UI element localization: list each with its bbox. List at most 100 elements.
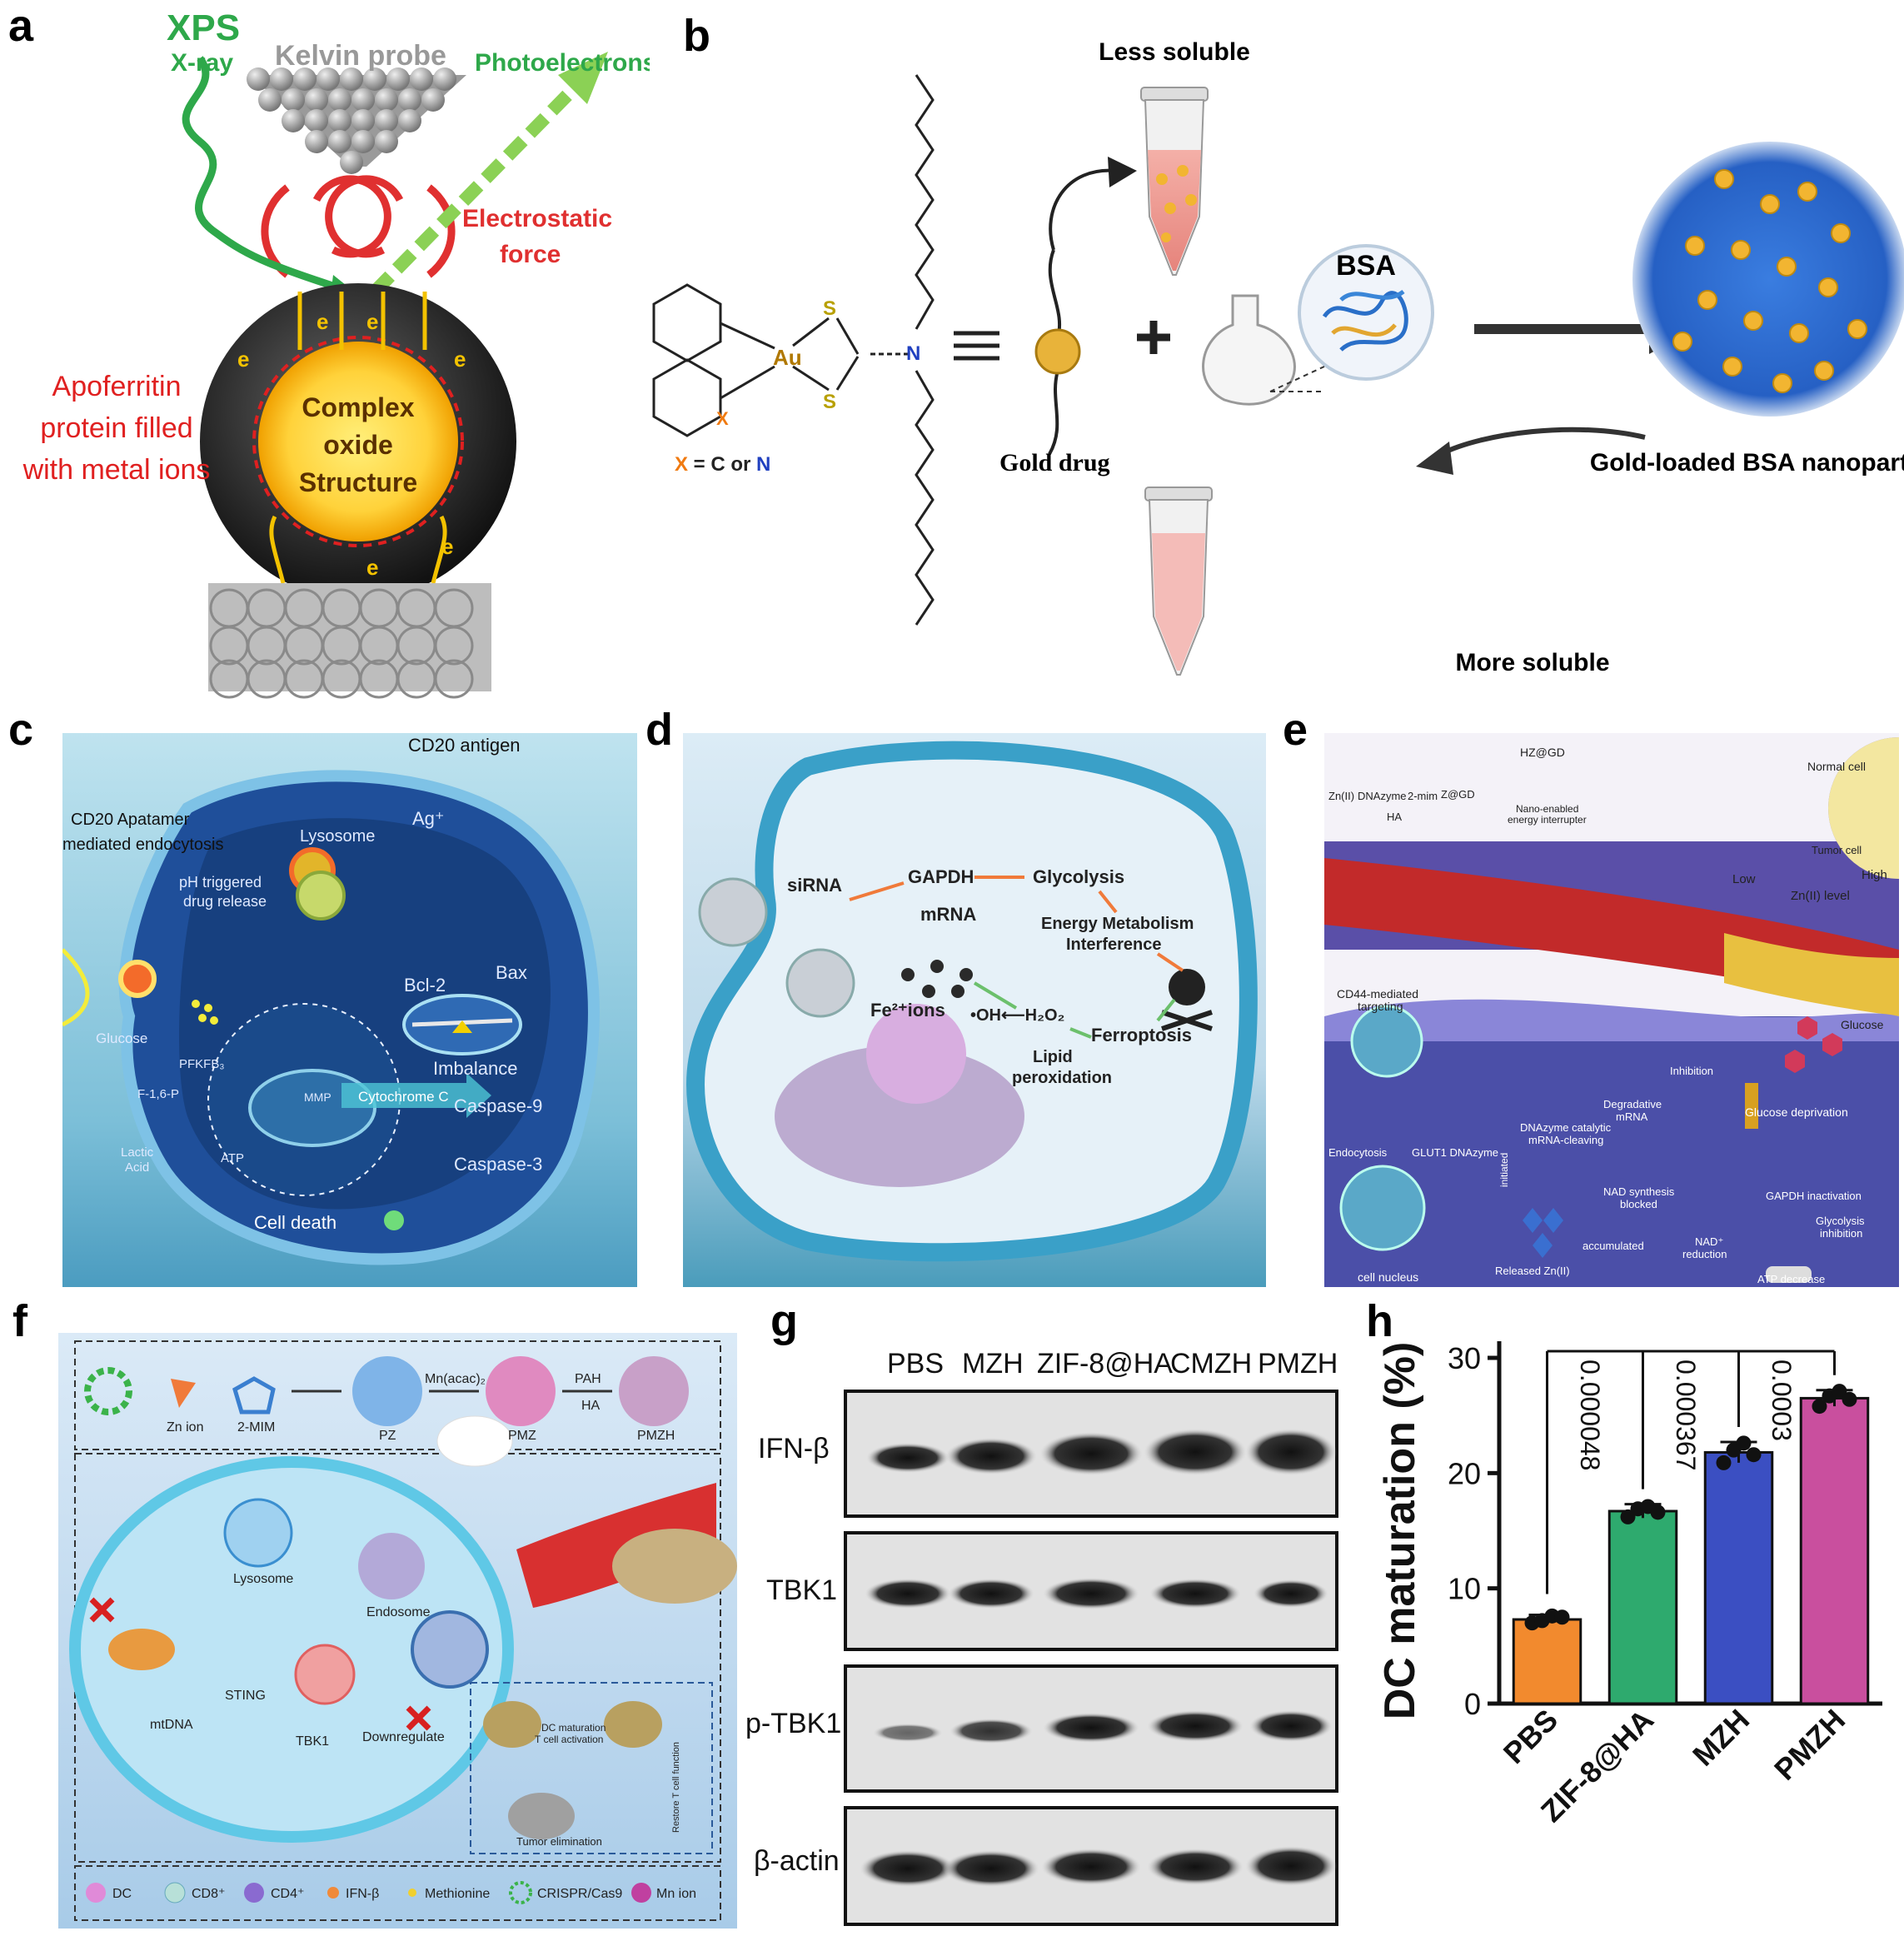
- electrostatic-arcs: [261, 175, 456, 278]
- f16p-label: F-1,6-P: [137, 1087, 179, 1101]
- less-soluble-label: Less soluble: [1099, 38, 1250, 66]
- bsa-protein-icon: [1322, 289, 1408, 352]
- panel-label-e: e: [1283, 705, 1308, 755]
- golgi-er: [775, 1045, 1024, 1187]
- return-arrow: [1439, 427, 1646, 457]
- panel-label-g: g: [770, 1296, 798, 1346]
- bcl2-label: Bcl-2: [404, 975, 446, 995]
- mouse-icon: [436, 1415, 513, 1467]
- electron-label: e: [366, 309, 378, 334]
- lane-label: CMZH: [1170, 1348, 1253, 1380]
- plus-sign: [1137, 321, 1170, 354]
- nanoparticle-1: [698, 877, 768, 947]
- high-label: High: [1862, 868, 1887, 882]
- nanoparticle-2: [785, 948, 855, 1018]
- xps-label: XPS: [167, 7, 240, 48]
- lactic-label-2: Acid: [125, 1160, 149, 1175]
- mim-label: 2-MIM: [237, 1420, 275, 1435]
- aptamer-label-1: CD20 Apatamer: [71, 811, 190, 829]
- core-label-2: oxide: [323, 430, 393, 460]
- data-point: [1736, 1435, 1752, 1451]
- blot-row-label: β-actin: [754, 1845, 840, 1877]
- x-atom-label: X: [716, 408, 729, 429]
- released-label: Released Zn(II): [1495, 1265, 1570, 1277]
- bar: [1799, 1396, 1870, 1705]
- photoelectron-arrowhead: [558, 52, 608, 104]
- glucose-hexagons: [1785, 1016, 1842, 1073]
- endosome-icon: [358, 1533, 425, 1599]
- nucleus: [294, 1644, 356, 1705]
- flask-icon: [1202, 294, 1296, 406]
- lipid-label-2: peroxidation: [1012, 1069, 1112, 1087]
- oxide-core: [258, 342, 458, 541]
- zn-level-label: Zn(II) level: [1791, 889, 1850, 903]
- lane-label: PMZH: [1258, 1348, 1338, 1380]
- cytochrome-arrow: [341, 1083, 466, 1108]
- energy-label-2: Interference: [1066, 936, 1162, 954]
- cd20-antigen-label: CD20 antigen: [408, 735, 521, 756]
- oh-label: •OH⟵H₂O₂: [970, 1006, 1064, 1025]
- blood-vessel: [516, 1483, 716, 1608]
- caspase3-label: Caspase-3: [454, 1154, 542, 1175]
- apoferritin-label-2: protein filled: [40, 412, 192, 444]
- panel-d-illustration: siRNA GAPDH Glycolysis mRNA Energy Metab…: [686, 741, 1258, 1262]
- y-tick-label: 0: [1464, 1687, 1481, 1721]
- deprivation-label: Glucose deprivation: [1745, 1105, 1848, 1119]
- bax-label: Bax: [496, 962, 527, 983]
- restore-label: Restore T cell function: [671, 1742, 681, 1833]
- data-point: [1620, 1509, 1636, 1524]
- aptamer-label-2: mediated endocytosis: [62, 836, 223, 854]
- panel-label-a: a: [8, 1, 34, 51]
- panel-label-c: c: [8, 705, 34, 755]
- zn-ions: [1523, 1208, 1563, 1258]
- substrate: [208, 583, 491, 699]
- mechanism-box: [74, 1453, 721, 1863]
- gold-complex-structure: [652, 74, 935, 626]
- data-point: [1554, 1609, 1570, 1625]
- electron-label: e: [441, 534, 453, 559]
- panel-label-d: d: [645, 705, 673, 755]
- zn-ion-shape: [171, 1379, 196, 1408]
- pfkfb3-label: PFKFB₃: [179, 1057, 224, 1071]
- glucose-label: Glucose: [1841, 1018, 1884, 1031]
- skull-icon: [384, 1210, 404, 1230]
- panel-c-illustration: CD20 antigen CD20 Apatamer mediated endo…: [61, 735, 600, 1265]
- bar: [1607, 1509, 1678, 1705]
- xray-label: X-ray: [171, 49, 233, 77]
- nanoparticle-label: Gold-loaded BSA nanoparticle: [1590, 449, 1904, 477]
- bar: [1703, 1450, 1774, 1705]
- sirna-label: siRNA: [787, 875, 842, 896]
- low-label: Low: [1732, 872, 1756, 886]
- ph-label-1: pH triggered: [179, 874, 262, 891]
- x-mark-icons: [89, 1597, 431, 1731]
- panel-label-b: b: [683, 11, 710, 61]
- nucleus: [866, 1004, 966, 1104]
- nucleus-label: cell nucleus: [1358, 1270, 1418, 1284]
- photoelectrons-label: Photoelectrons: [475, 49, 650, 77]
- x-definition: X = C or N: [675, 453, 770, 476]
- y-tick-label: 10: [1448, 1572, 1481, 1606]
- p-value-annotation: 0.0003: [1767, 1360, 1797, 1441]
- synthesis-box: [74, 1340, 721, 1450]
- core-label-3: Structure: [299, 467, 417, 497]
- cell-death-label: Cell death: [254, 1212, 336, 1233]
- data-point: [1812, 1399, 1827, 1415]
- ferroptosis-label: Ferroptosis: [1091, 1025, 1192, 1045]
- blot-tbk1: [844, 1531, 1338, 1651]
- gapdh-inactivation-label: GAPDH inactivation: [1766, 1190, 1862, 1202]
- p-value-annotation: 0.000048: [1575, 1360, 1605, 1470]
- ha-label: HA: [581, 1399, 601, 1413]
- pathway-arrows: [849, 876, 1184, 972]
- panel-f: Zn ion 2-MIM PZ Mn(acac)₂ PMZ PAH HA PMZ…: [58, 1333, 737, 1929]
- legend-crispr: CRISPR/Cas9: [537, 1887, 622, 1901]
- blot-row-label: IFN-β: [758, 1433, 830, 1464]
- blot-ifnb: [844, 1390, 1338, 1518]
- dnazyme-label: DNAzyme: [1358, 790, 1407, 802]
- panel-e-illustration: Zn(II) DNAzyme 2-mim Z@GD HZ@GD HA Nano-…: [1324, 737, 1904, 1287]
- y-tick-label: 20: [1448, 1456, 1481, 1490]
- kelvin-probe: [247, 67, 466, 174]
- imbalance-label: Imbalance: [433, 1058, 518, 1079]
- drug-dots: [192, 1000, 218, 1025]
- downregulate-label: Downregulate: [362, 1730, 445, 1744]
